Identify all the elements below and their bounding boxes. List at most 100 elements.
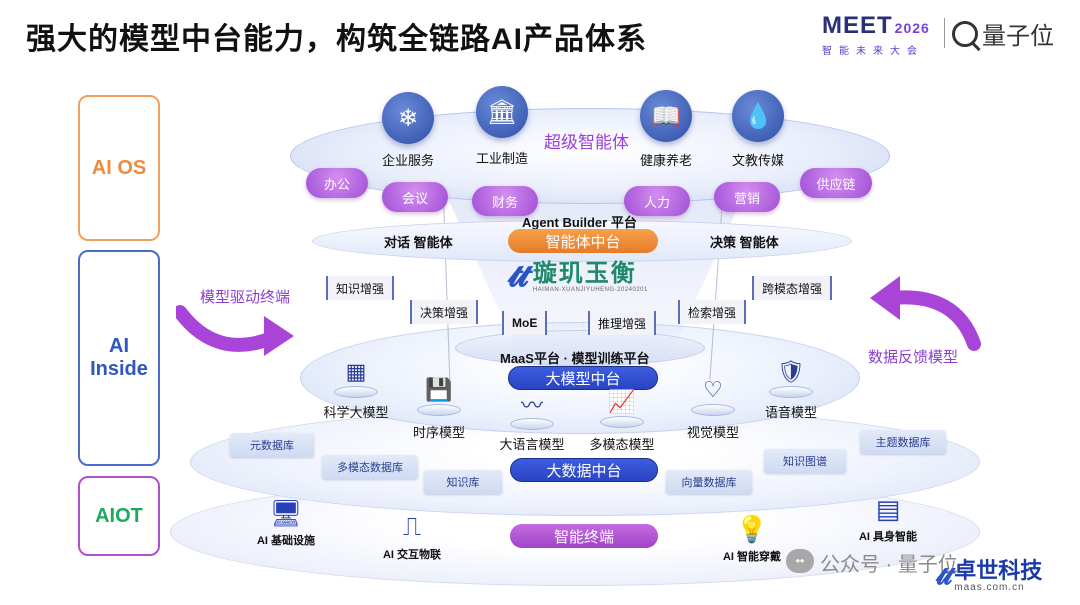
terminal-label: AI 具身智能 (858, 531, 918, 543)
brand-logo: 𝓽𝓽 璇玑玉衡 HAIMAN-XUANJIYUHENG-20240201 (508, 260, 648, 294)
terminal-center-pill: 智能终端 (510, 524, 658, 548)
right-curve-arrow-icon (870, 276, 981, 351)
maas-platform-label: MaaS平台 · 模型训练平台 (500, 351, 650, 366)
qbit-logo: 量子位 (952, 16, 1054, 51)
qbit-logo-text: 量子位 (982, 23, 1054, 50)
robot-panel-icon: ▤ (875, 493, 901, 524)
top-item-culture: 💧 文教传媒 (726, 90, 790, 169)
side-box-ai-os: AI OS (78, 95, 160, 241)
top-item-enterprise: ❄ 企业服务 (378, 92, 438, 169)
top-item-label: 企业服务 (381, 153, 434, 168)
data-center-pill: 大数据中台 (510, 458, 658, 482)
model-label: 时序模型 (412, 425, 465, 440)
terminal-item-embodied: ▤ AI 具身智能 (848, 492, 928, 544)
agent-builder-platform: Agent Builder 平台 (522, 215, 637, 230)
db-tag-multimodal: 多模态数据库 (322, 455, 418, 479)
model-node-timeseries: 💾 时序模型 (404, 372, 474, 441)
top-item-health: 📖 健康养老 (636, 90, 696, 169)
zhuoshi-name: 卓世科技 (954, 558, 1043, 583)
book-icon: 📖 (640, 90, 692, 142)
model-label: 语音模型 (764, 405, 817, 420)
enhance-tag-moe: MoE (502, 311, 548, 335)
chip-icon: ▦ (345, 359, 367, 384)
db-tag-topic: 主题数据库 (860, 430, 946, 454)
right-side-label: 数据反馈模型 (868, 349, 959, 366)
dialog-agent-label: 对话 智能体 (384, 235, 453, 250)
brand-name: 璇玑玉衡 (532, 260, 637, 287)
enhance-tag-crossmodal: 跨模态增强 (752, 276, 833, 300)
terminal-item-wearable: 💡 AI 智能穿戴 (710, 512, 794, 564)
db-tag-vector: 向量数据库 (666, 470, 752, 494)
cloud-meeting: 会议 (382, 182, 448, 212)
zhuoshi-logo: 𝓽𝓽 卓世科技 maas.com.cn (936, 558, 1043, 594)
logo-divider (944, 18, 945, 48)
node-base (417, 404, 461, 416)
qbit-q-icon (952, 20, 978, 47)
circuit-icon: ⎍ (402, 511, 422, 541)
db-tag-knowledge-graph: 知识图谱 (764, 449, 846, 473)
model-label: 多模态模型 (589, 437, 655, 452)
db-tag-metadata: 元数据库 (230, 433, 314, 457)
top-item-label: 健康养老 (639, 153, 692, 168)
terminal-item-iot: ⎍ AI 交互物联 (372, 510, 452, 562)
zhuoshi-url: maas.com.cn (954, 582, 1025, 593)
enhance-tag-decision: 决策增强 (410, 300, 479, 324)
cloud-finance: 财务 (472, 186, 538, 216)
left-side-label: 模型驱动终端 (200, 289, 291, 306)
brand-sub: HAIMAN-XUANJIYUHENG-20240201 (532, 287, 648, 293)
top-item-label: 工业制造 (475, 151, 528, 166)
decision-agent-label: 决策 智能体 (710, 235, 779, 250)
cloud-marketing: 营销 (714, 182, 780, 212)
agent-center-pill: 智能体中台 (508, 229, 658, 253)
node-base (600, 416, 644, 428)
watermark-text: 公众号 · 量子位 (820, 554, 958, 576)
model-node-science: ▦ 科学大模型 (316, 354, 396, 421)
enhance-tag-reasoning: 推理增强 (588, 311, 657, 335)
trend-icon: 📈 (608, 389, 636, 414)
node-base (691, 404, 735, 416)
cloud-hr: 人力 (624, 186, 690, 216)
model-label: 科学大模型 (323, 405, 389, 420)
super-agent-title: 超级智能体 (544, 133, 629, 152)
meet-logo-sub: 智能未来大会 (822, 46, 924, 57)
model-node-llm: 〰 大语言模型 (494, 386, 570, 453)
meet-logo-word: MEET (822, 12, 893, 39)
node-base (334, 386, 378, 398)
side-box-aiot: AIOT (78, 476, 160, 556)
snowflake-icon: ❄ (382, 92, 434, 144)
top-item-label: 文教传媒 (731, 153, 784, 168)
brand-mark-icon: 𝓽𝓽 (508, 260, 529, 293)
model-label: 视觉模型 (686, 425, 739, 440)
monitor-user-icon: 🖥 (269, 497, 303, 528)
model-node-speech: 🛡 语音模型 (756, 354, 826, 421)
top-item-industry: 🏛 工业制造 (470, 86, 534, 167)
model-node-multimodal: 📈 多模态模型 (584, 384, 660, 453)
maas-center-pill: 大模型中台 (508, 366, 658, 390)
cloud-office: 办公 (306, 168, 368, 198)
lightbulb-icon: 💡 (735, 513, 769, 544)
terminal-label: AI 基础设施 (256, 535, 316, 547)
factory-icon: 🏛 (476, 86, 528, 138)
terminal-item-infra: 🖥 AI 基础设施 (246, 496, 326, 548)
save-icon: 💾 (425, 377, 453, 402)
left-curve-arrow-icon (176, 305, 294, 356)
side-box-ai-inside-label: AI Inside (90, 335, 148, 380)
water-icon: 💧 (732, 90, 784, 142)
enhance-tag-knowledge: 知识增强 (326, 276, 395, 300)
wechat-icon: •• (786, 549, 814, 573)
cloud-supply-chain: 供应链 (800, 168, 872, 198)
terminal-label: AI 智能穿戴 (722, 551, 782, 563)
page-title: 强大的模型中台能力，构筑全链路AI产品体系 (26, 23, 647, 56)
side-box-ai-inside: AI Inside (78, 250, 160, 466)
node-base (510, 418, 554, 430)
pulse-icon: 〰 (520, 393, 543, 418)
node-base (769, 386, 813, 398)
heart-icon: ♡ (703, 377, 723, 402)
model-label: 大语言模型 (499, 437, 565, 452)
model-node-vision: ♡ 视觉模型 (678, 372, 748, 441)
db-tag-knowledge: 知识库 (424, 470, 502, 494)
shield-icon: 🛡 (777, 359, 805, 384)
meet-logo-year: 2026 (894, 20, 930, 36)
enhance-tag-retrieval: 检索增强 (678, 300, 747, 324)
